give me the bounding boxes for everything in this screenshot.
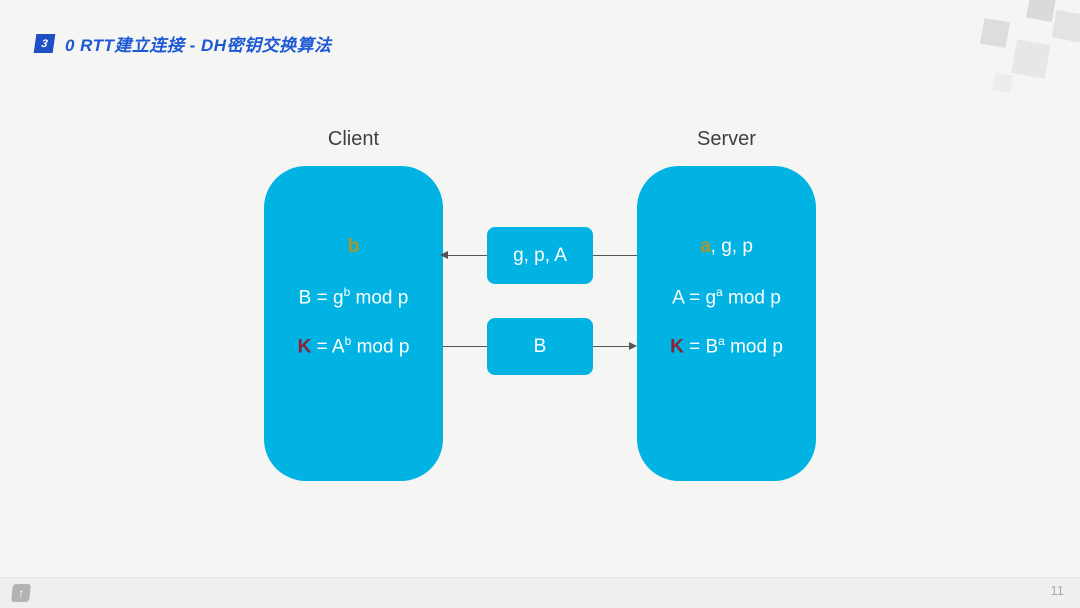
slide-header: 3 0 RTT建立连接 - DH密钥交换算法: [33, 31, 332, 56]
message-box-gpa: g, p, A: [487, 227, 593, 284]
server-label: Server: [697, 128, 756, 150]
server-key-formula: K = Ba mod p: [670, 334, 783, 358]
page-title: 0 RTT建立连接 - DH密钥交换算法: [65, 36, 332, 55]
server-secret-value: a: [700, 236, 711, 257]
brand-logo-icon: ↑: [11, 584, 31, 602]
deco-square-icon: [1026, 0, 1056, 23]
client-key-formula: K = Ab mod p: [297, 334, 410, 358]
section-number-badge: 3: [33, 34, 56, 53]
deco-square-icon: [979, 17, 1011, 49]
deco-square-icon: [992, 72, 1014, 94]
server-box: a, g, p A = ga mod p K = Ba mod p: [637, 166, 816, 481]
client-secret-value: b: [347, 236, 360, 257]
client-secret: b: [264, 236, 443, 258]
arrowhead-right-icon: [629, 342, 637, 350]
connector-line: [593, 255, 637, 256]
deco-square-icon: [1051, 9, 1080, 43]
server-secret: a, g, p: [700, 236, 753, 257]
client-box: b B = gb mod p K = Ab mod p: [264, 166, 443, 481]
server-public-formula: A = ga mod p: [672, 285, 781, 309]
arrowhead-left-icon: [440, 251, 448, 259]
client-label: Client: [327, 128, 380, 150]
connector-line: [593, 346, 635, 347]
deco-square-icon: [1011, 39, 1051, 79]
message-box-b: B: [487, 318, 593, 375]
connector-line: [445, 255, 487, 256]
connector-line: [443, 346, 487, 347]
slide-footer: ↑ 11: [0, 577, 1080, 608]
client-public-formula: B = gb mod p: [298, 285, 409, 309]
page-number: 11: [1050, 583, 1065, 598]
